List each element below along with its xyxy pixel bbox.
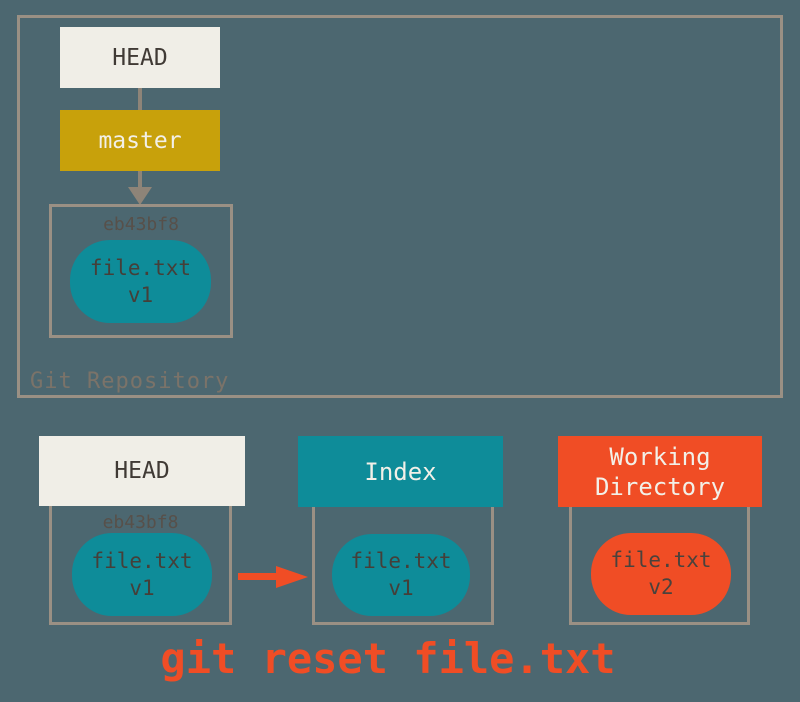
head-ref-label: HEAD — [112, 44, 168, 71]
head-commit-hash-label: eb43bf8 — [102, 512, 179, 533]
master-branch-label: master — [98, 127, 182, 154]
file-name-label: file.txt — [89, 255, 192, 280]
working-directory-title: Working Directory — [594, 442, 726, 501]
file-blob: file.txt v1 — [70, 240, 211, 323]
index-file-blob: file.txt v1 — [332, 534, 470, 616]
file-name-label: file.txt — [610, 548, 712, 572]
head-column-header: HEAD — [39, 436, 245, 506]
commit-hash-label: eb43bf8 — [103, 214, 179, 235]
head-ref-box: HEAD — [60, 27, 220, 88]
file-version-label: v1 — [127, 282, 154, 307]
index-column-title: Index — [364, 457, 437, 486]
commit-box: eb43bf8 — [49, 204, 233, 338]
reset-arrow-head-icon — [276, 566, 308, 588]
master-branch-box: master — [60, 110, 220, 171]
master-to-commit-connector — [138, 171, 142, 188]
head-column-title: HEAD — [114, 458, 170, 484]
file-version-label: v1 — [129, 575, 155, 600]
file-name-label: file.txt — [350, 549, 452, 573]
file-name-label: file.txt — [91, 548, 193, 573]
command-caption: git reset file.txt — [160, 634, 616, 683]
git-repository-label: Git Repository — [30, 369, 230, 394]
working-directory-header: Working Directory — [558, 436, 762, 507]
file-version-label: v2 — [648, 575, 674, 599]
head-to-master-connector — [138, 88, 142, 110]
reset-arrow-shaft — [238, 573, 278, 580]
index-column-header: Index — [298, 436, 503, 507]
arrow-down-icon — [128, 187, 152, 205]
git-repository-box — [17, 15, 783, 398]
head-file-blob: file.txt v1 — [72, 533, 212, 616]
working-directory-file-blob: file.txt v2 — [591, 533, 731, 615]
file-version-label: v1 — [388, 576, 414, 600]
